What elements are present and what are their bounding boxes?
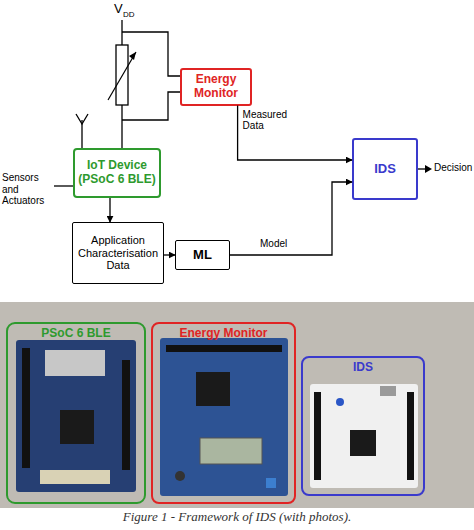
node-text: Energy Monitor <box>185 73 247 101</box>
process-box: ML <box>175 240 230 270</box>
resistor-arrowhead <box>129 52 136 60</box>
photo-frame: IDS <box>301 356 425 496</box>
node-text: IoT Device (PSoC 6 BLE) <box>78 159 156 187</box>
node-text: ML <box>193 248 212 263</box>
energy-monitor-board <box>160 338 288 496</box>
resistor-arrow <box>108 52 136 100</box>
wire <box>121 105 122 148</box>
antenna-symbol <box>76 114 88 148</box>
board-header <box>407 392 414 480</box>
board-header <box>314 392 321 480</box>
arrow-head <box>425 165 432 173</box>
output-label: Decision <box>434 162 474 174</box>
photo-background <box>0 302 474 508</box>
decision-arrow <box>418 165 432 173</box>
board-button <box>175 471 185 481</box>
board-lcd <box>200 438 262 464</box>
board-module <box>45 350 105 376</box>
photo-frame: PSoC 6 BLE <box>6 322 146 504</box>
connector-arrow <box>238 106 352 160</box>
board-chip <box>196 372 230 406</box>
board-button <box>336 398 344 406</box>
supply-subscript: DD <box>123 10 143 19</box>
board-chip <box>60 410 94 444</box>
device-box: IoT Device (PSoC 6 BLE) <box>73 148 161 198</box>
sensor-wire <box>54 185 73 186</box>
edge-label: Model <box>260 238 310 250</box>
node-text: Application Characterisation Data <box>76 234 160 272</box>
connector-arrow <box>109 198 110 222</box>
board-chip <box>350 430 376 456</box>
wire <box>122 32 180 76</box>
board-header <box>166 345 282 352</box>
board-header <box>122 360 130 470</box>
board-connector <box>40 470 110 484</box>
board-button <box>266 478 276 488</box>
antenna-head <box>76 114 88 124</box>
connector-arrow <box>164 254 175 255</box>
connector-arrow <box>230 182 352 255</box>
usb-connector <box>380 386 396 396</box>
power-wires <box>122 20 180 148</box>
ids-board <box>310 384 418 488</box>
wire <box>122 92 180 120</box>
psoc-board <box>16 340 136 492</box>
board-header <box>22 348 30 468</box>
node-text: IDS <box>353 361 373 375</box>
node-text: PSoC 6 BLE <box>41 327 110 341</box>
node-text: Energy Monitor <box>179 327 267 341</box>
edge-label: Measured Data <box>243 109 295 132</box>
variable-resistor-symbol <box>108 45 136 105</box>
io-label: Sensors and Actuators <box>2 172 58 207</box>
monitor-box: Energy Monitor <box>180 68 252 106</box>
photo-frame: Energy Monitor <box>151 322 296 504</box>
process-box: Application Characterisation Data <box>72 222 164 284</box>
figure-caption: Figure 1 - Framework of IDS (with photos… <box>0 510 474 525</box>
ids-box: IDS <box>352 138 418 200</box>
node-text: IDS <box>374 162 396 177</box>
photo <box>0 302 474 508</box>
